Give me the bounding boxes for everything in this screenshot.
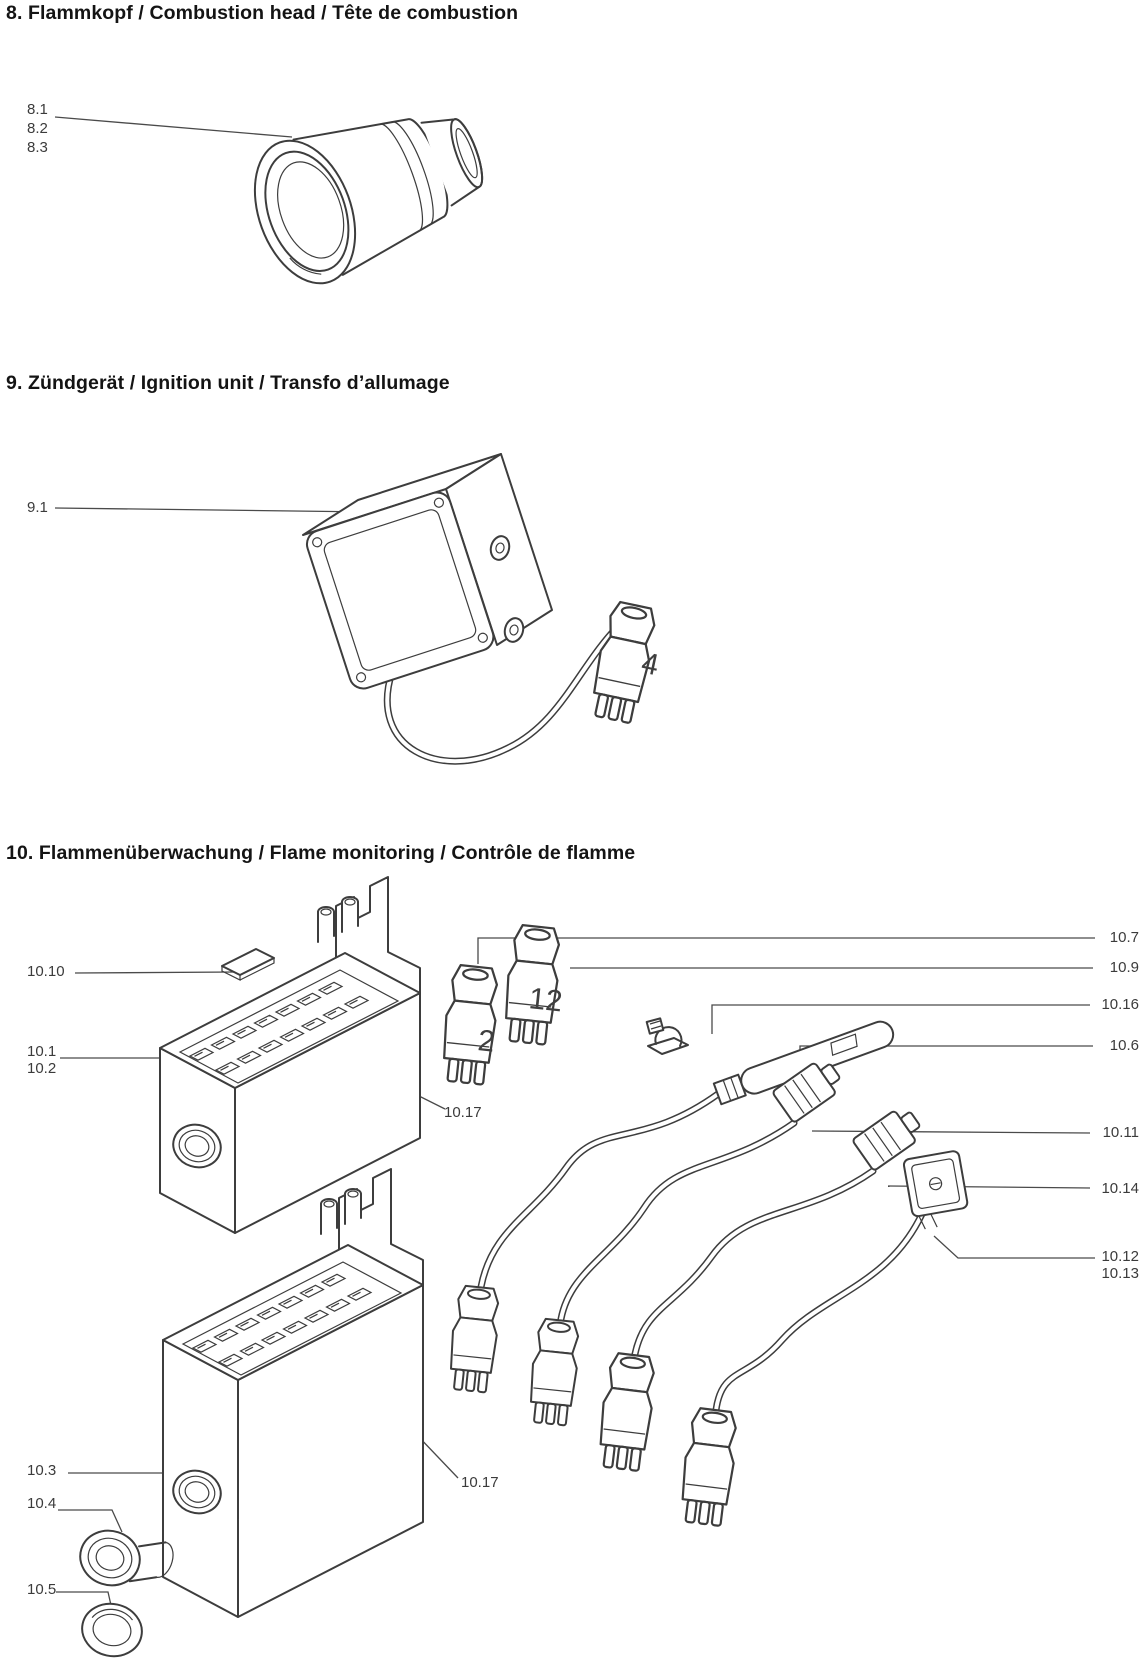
part-label-10-7: 10.7: [1109, 929, 1139, 946]
part-label-10-10: 10.10: [27, 963, 65, 980]
leader-8-1: [54, 116, 293, 138]
leader-10-7: [477, 937, 1095, 964]
part-label-10-6: 10.6: [1109, 1037, 1139, 1054]
part-label-10-4: 10.4: [27, 1495, 57, 1512]
part-label-10-14: 10.14: [1101, 1180, 1139, 1197]
part-label-10-17a: 10.17: [444, 1104, 482, 1121]
bushing-figure: [79, 1529, 174, 1587]
plug-number-2: 2: [476, 1024, 496, 1059]
plug-number-4: 4: [639, 647, 662, 683]
leader-10-11: [811, 1130, 1091, 1134]
mounting-lug: [503, 617, 525, 643]
part-label-10-12: 10.12: [1101, 1248, 1139, 1265]
monitor-box-lower-figure: [162, 1169, 424, 1618]
leader-10-12: [933, 1235, 1095, 1259]
section-9-heading: 9. Zündgerät / Ignition unit / Transfo d…: [6, 372, 450, 394]
plug-2-figure: 2: [438, 963, 502, 1087]
part-label-10-13: 10.13: [1101, 1265, 1139, 1282]
mounting-lug: [489, 535, 511, 561]
connector-figure-10-11: [772, 1062, 841, 1123]
part-label-10-11: 10.11: [1102, 1124, 1139, 1141]
monitor-box-upper-figure: [160, 877, 420, 1233]
sensor-block-figure: [902, 1150, 969, 1230]
section-8-heading: 8. Flammkopf / Combustion head / Tête de…: [6, 2, 519, 24]
leader-10-10: [74, 971, 237, 974]
plug-12-figure: 12: [500, 923, 564, 1047]
plug-number-12: 12: [527, 982, 564, 1018]
part-label-10-2: 10.2: [27, 1060, 57, 1077]
part-label-8-1: 8.1: [27, 101, 48, 118]
part-label-10-1: 10.1: [27, 1043, 57, 1060]
part-label-9-1: 9.1: [27, 499, 48, 516]
part-label-10-9: 10.9: [1109, 959, 1139, 976]
part-label-10-5: 10.5: [27, 1581, 57, 1598]
part-label-10-16: 10.16: [1101, 996, 1139, 1013]
part-label-8-3: 8.3: [27, 139, 48, 156]
leader-9-1: [54, 507, 373, 513]
part-label-10-3: 10.3: [27, 1462, 57, 1479]
ignition-plug-figure: 4: [586, 599, 662, 726]
grommet-figure: [81, 1602, 143, 1658]
ignition-unit-figure: [302, 453, 553, 690]
part-label-10-17b: 10.17: [461, 1474, 499, 1491]
clamp-figure: [645, 1017, 689, 1055]
part-label-8-2: 8.2: [27, 120, 48, 137]
leader-10-16: [711, 1004, 1090, 1034]
leader-10-4: [58, 1509, 123, 1533]
cover-plate-figure: [221, 948, 275, 981]
section-10-heading: 10. Flammenüberwachung / Flame monitorin…: [6, 842, 636, 864]
combustion-head-figure: [253, 118, 484, 285]
connector-figure-10-14: [852, 1110, 921, 1171]
cable-figure: [477, 1090, 926, 1414]
ignition-cable-figure: [383, 618, 626, 765]
